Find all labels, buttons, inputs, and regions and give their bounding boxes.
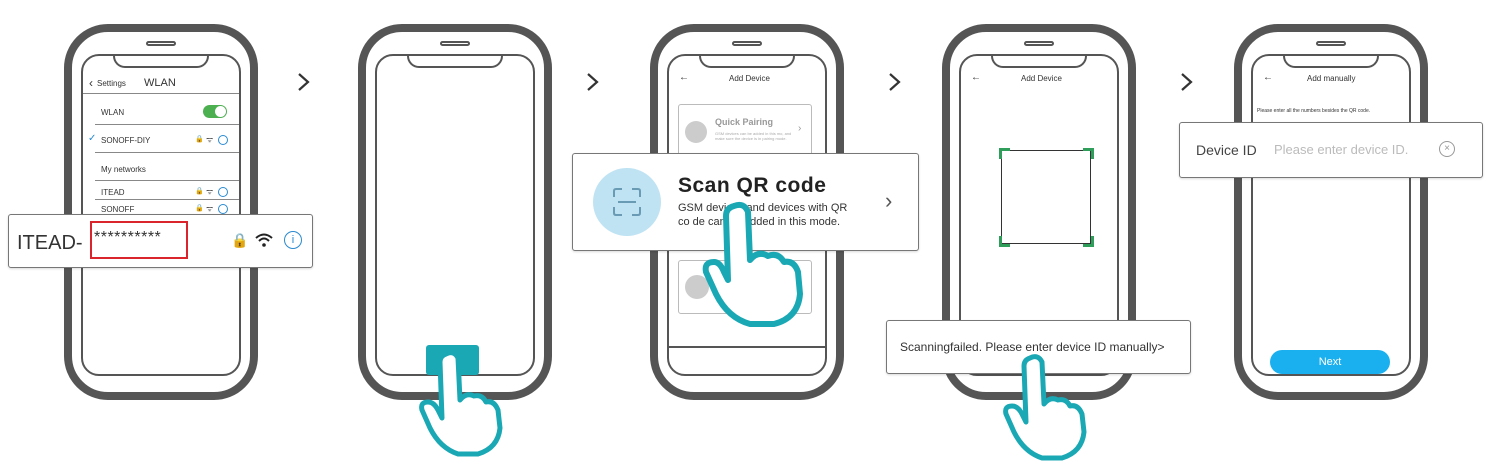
clear-icon[interactable]: × (1439, 141, 1455, 157)
wifi-icon: ᯤ (206, 204, 214, 213)
wifi-icon (255, 233, 273, 247)
lock-icon: 🔒 (231, 232, 249, 248)
chevron-right-icon (298, 73, 310, 91)
back-chevron-icon[interactable]: ‹ (89, 76, 93, 90)
notch (991, 56, 1087, 68)
next-button-label: Next (1318, 356, 1342, 368)
popup-ssid: ITEAD- (17, 232, 83, 254)
connected-network-name[interactable]: SONOFF-DIY (101, 136, 151, 145)
back-arrow-icon[interactable]: ← (971, 72, 981, 83)
password-mask: ********** (94, 229, 162, 246)
device-id-label: Device ID (1196, 142, 1257, 158)
phone-5: ← Add manually Please enter all the numb… (1234, 24, 1428, 400)
pointing-hand-icon (702, 201, 803, 327)
notch (699, 56, 795, 68)
lock-icon: 🔒 (195, 205, 204, 212)
info-icon[interactable] (218, 187, 228, 197)
pointing-hand-icon (1003, 354, 1087, 461)
info-icon[interactable]: i (284, 231, 302, 249)
wlan-label: WLAN (101, 108, 125, 117)
chevron-right-icon (587, 73, 599, 91)
network-item-itead[interactable]: ITEAD (101, 188, 125, 197)
next-button[interactable]: Next (1270, 350, 1390, 374)
scan-icon (613, 188, 641, 216)
speaker (1024, 41, 1054, 46)
scan-qr-desc-2: co de can be added in this mode. (678, 216, 841, 228)
back-arrow-icon[interactable]: ← (1263, 72, 1273, 83)
info-icon[interactable] (218, 204, 228, 214)
qr-scan-frame (1001, 150, 1091, 244)
settings-back-link[interactable]: Settings (97, 79, 126, 88)
phone-1: ‹ Settings WLAN WLAN ✓ SONOFF-DIY 🔒 ᯤ My… (64, 24, 258, 400)
lock-icon: 🔒 (195, 188, 204, 195)
sound-pairing-icon (685, 275, 709, 299)
notch (407, 56, 503, 68)
phone-2 (358, 24, 552, 400)
instruction-text: Please enter all the numbers besides the… (1257, 108, 1371, 114)
network-item-sonoff[interactable]: SONOFF (101, 205, 135, 214)
scan-failed-text[interactable]: Scanningfailed. Please enter device ID m… (900, 340, 1165, 354)
quick-pairing-title: Quick Pairing (715, 117, 774, 127)
speaker (732, 41, 762, 46)
screen-5: ← Add manually Please enter all the numb… (1251, 54, 1411, 376)
scan-corner (1083, 148, 1094, 159)
scan-corner (1083, 236, 1094, 247)
chevron-right-icon (889, 73, 901, 91)
speaker (1316, 41, 1346, 46)
speaker (146, 41, 176, 46)
wifi-icon: ᯤ (206, 187, 214, 196)
back-arrow-icon[interactable]: ← (679, 72, 689, 83)
chevron-right-icon: › (885, 188, 893, 213)
pointing-hand-icon (419, 350, 503, 457)
info-icon[interactable] (218, 135, 228, 145)
scan-qr-desc-1: GSM devices and devices with QR (678, 202, 848, 214)
chevron-right-icon: › (798, 123, 802, 134)
speaker (440, 41, 470, 46)
scan-corner (999, 148, 1010, 159)
my-networks-label: My networks (101, 165, 146, 174)
scan-qr-title: Scan QR code (678, 174, 827, 197)
screen-2 (375, 54, 535, 376)
header-title: Add manually (1307, 74, 1356, 83)
quick-pairing-icon (685, 121, 707, 143)
notch (113, 56, 209, 68)
wlan-toggle[interactable] (203, 105, 227, 118)
scan-qr-icon-bg (593, 168, 661, 236)
wifi-icon: ᯤ (206, 135, 214, 144)
password-popup[interactable]: ITEAD- ********** 🔒 i (8, 214, 313, 268)
header-title: Add Device (1021, 74, 1062, 83)
password-field[interactable]: ********** (90, 221, 188, 259)
scan-corner (999, 236, 1010, 247)
header-title: Add Device (729, 74, 770, 83)
notch (1283, 56, 1379, 68)
chevron-right-icon (1181, 73, 1193, 91)
device-id-input[interactable]: Please enter device ID. (1274, 142, 1409, 157)
quick-pairing-desc: GSM devices can be added in this mo, and… (715, 131, 792, 141)
check-icon: ✓ (88, 133, 97, 144)
device-id-popup[interactable]: Device ID Please enter device ID. × (1179, 122, 1483, 178)
wlan-title: WLAN (144, 77, 176, 89)
quick-pairing-card[interactable]: Quick Pairing GSM devices can be added i… (678, 104, 812, 158)
lock-icon: 🔒 (195, 136, 204, 143)
